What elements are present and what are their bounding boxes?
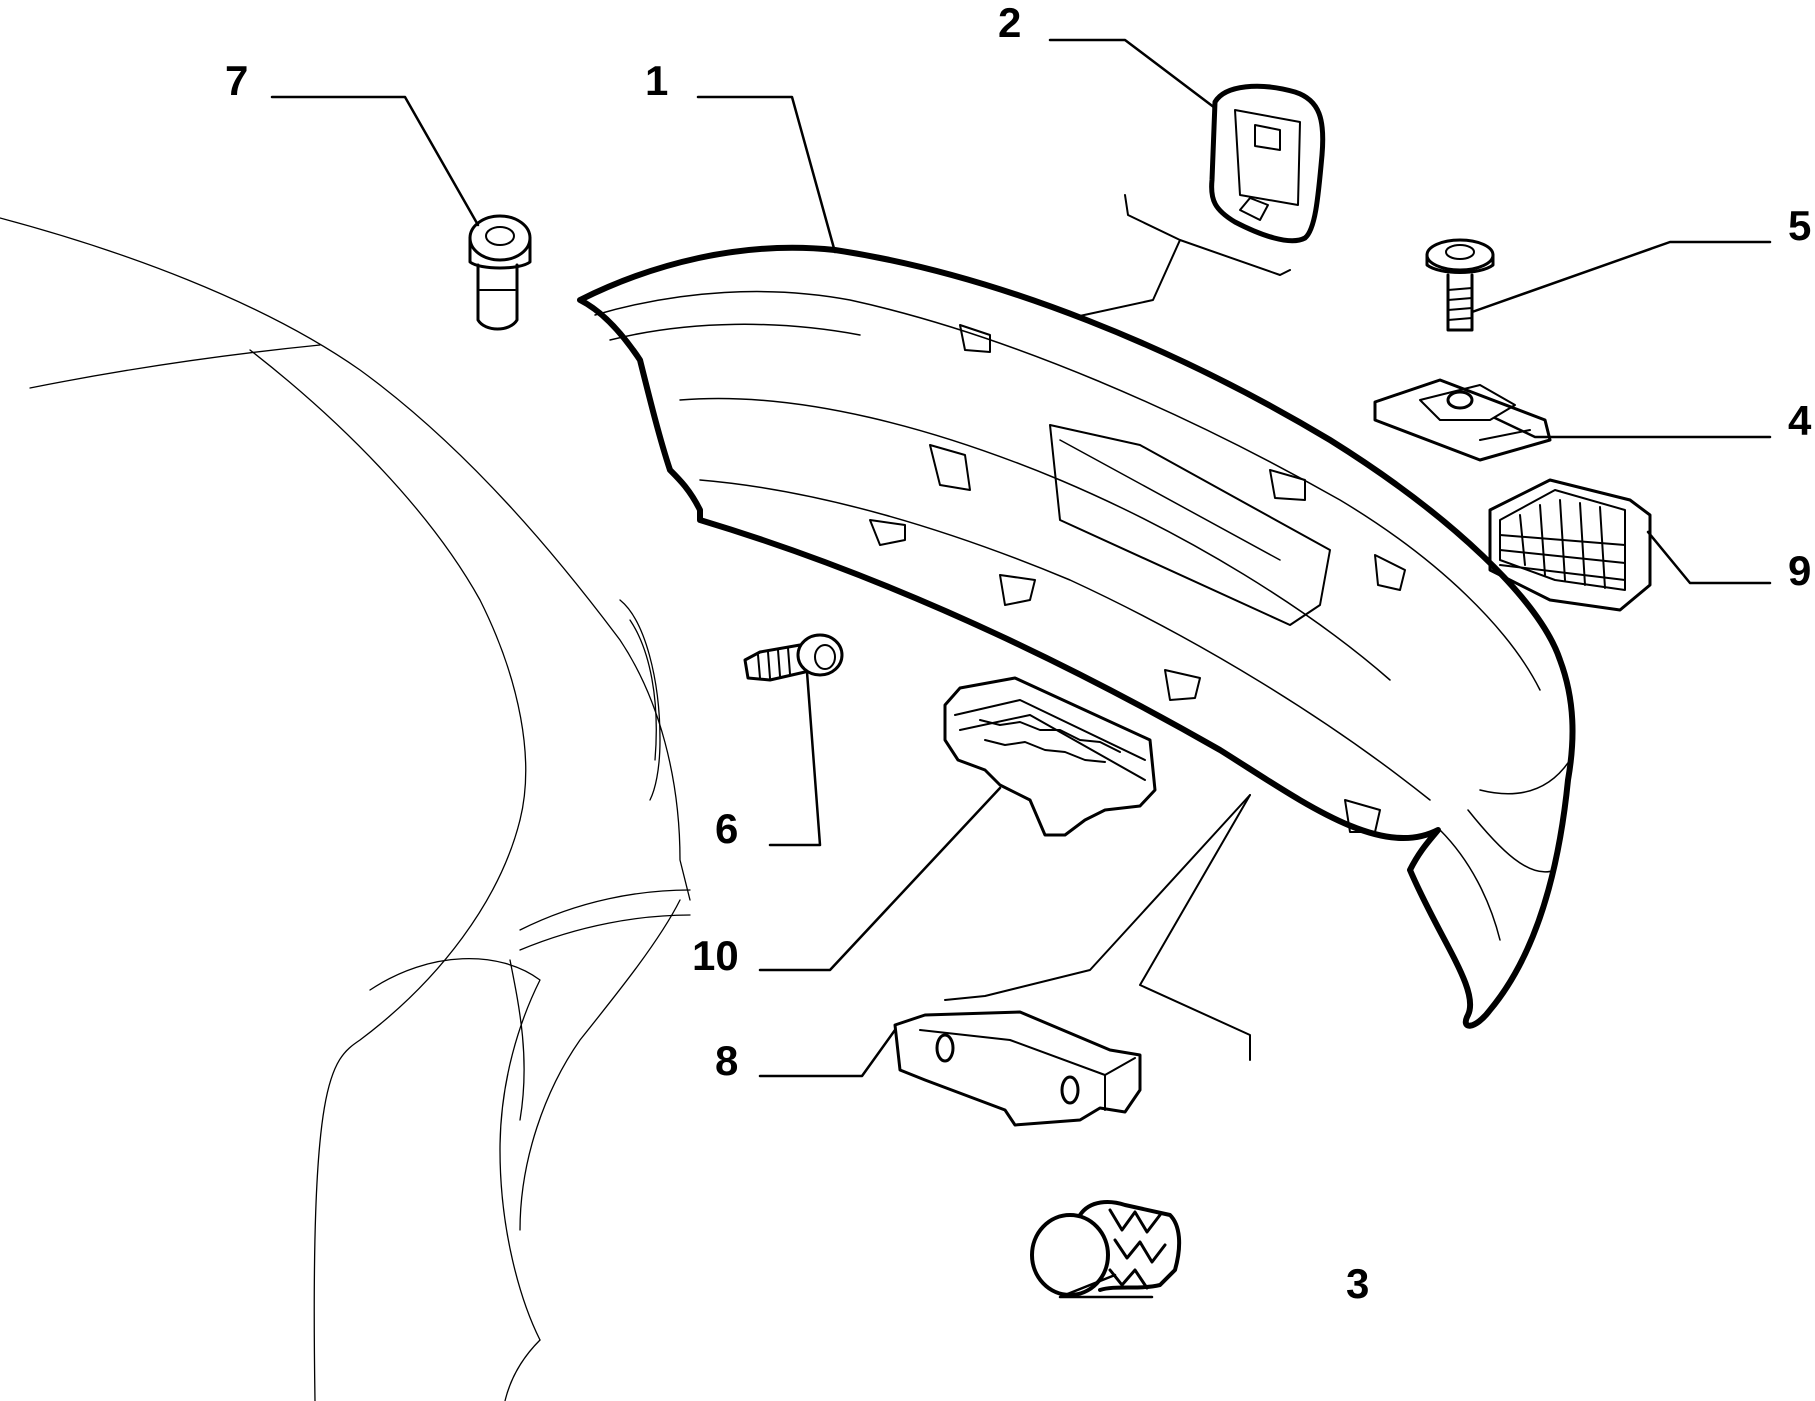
part-5-screw (1425, 238, 1495, 332)
leader-line-1 (696, 95, 837, 254)
callout-10: 10 (692, 932, 739, 979)
callout-1: 1 (645, 57, 669, 104)
leader-line-3 (1058, 1273, 1154, 1299)
leader-line-6 (768, 670, 822, 847)
part-4-clip-nut (1373, 378, 1552, 462)
leader-lines (270, 38, 1772, 1299)
leader-line-2 (1048, 38, 1217, 110)
callout-6: 6 (715, 805, 739, 852)
part-8-bracket (893, 1010, 1142, 1127)
leader-line-8 (758, 1028, 897, 1078)
leader-line-5 (1470, 240, 1772, 314)
callout-5: 5 (1788, 202, 1812, 249)
callout-4: 4 (1788, 397, 1812, 444)
locator-lines-part-8-10 (944, 794, 1251, 1061)
callout-2: 2 (998, 0, 1022, 46)
part-3-push-clip (1030, 1200, 1182, 1297)
callout-3: 3 (1346, 1260, 1370, 1307)
leader-line-10 (758, 786, 1002, 972)
car-body-outline (0, 217, 691, 1401)
leader-line-7 (270, 95, 480, 227)
leader-line-9 (1646, 530, 1772, 585)
part-7-screw (468, 214, 532, 331)
part-2-cover-cap (1209, 83, 1326, 244)
part-6-bolt (743, 633, 844, 682)
part-10-guide-bracket (943, 676, 1157, 837)
locator-lines-part-2 (1074, 194, 1291, 318)
part-1-rear-bumper (577, 244, 1576, 1029)
leader-line-4 (1493, 416, 1772, 439)
callout-9: 9 (1788, 547, 1812, 594)
callout-7: 7 (225, 57, 249, 104)
part-9-vent-grille (1488, 478, 1652, 612)
callout-8: 8 (715, 1037, 739, 1084)
